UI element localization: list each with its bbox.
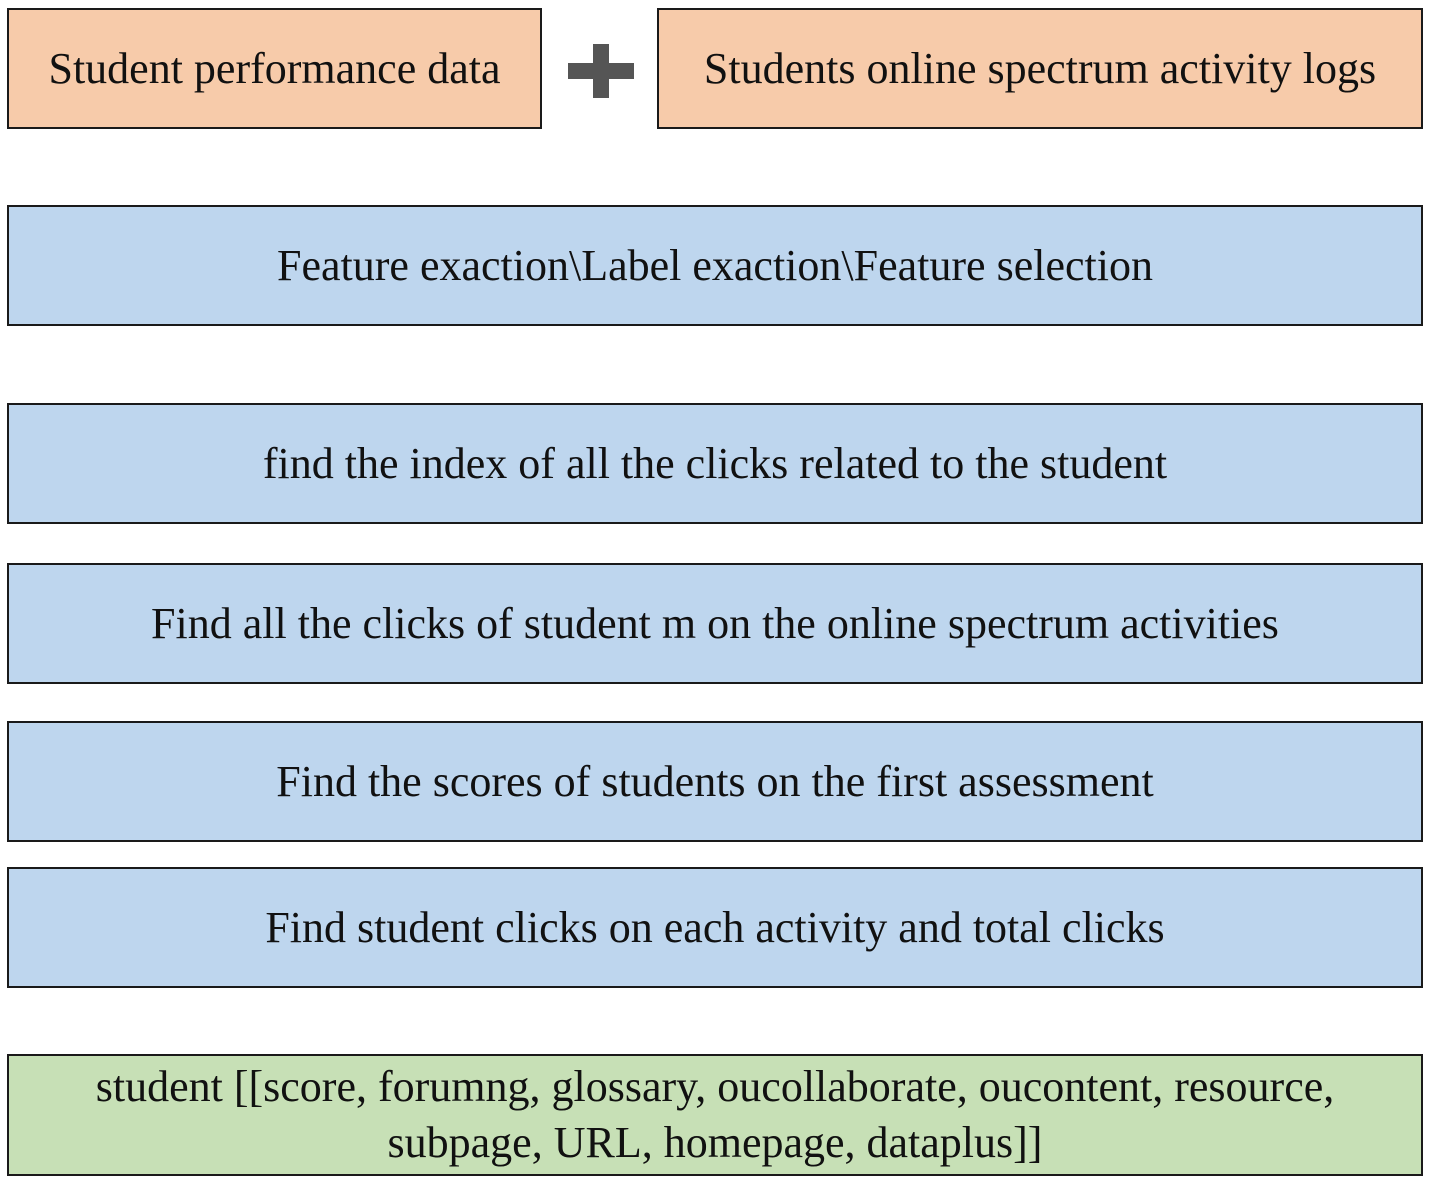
- step-box-click-index: find the index of all the clicks related…: [7, 403, 1423, 524]
- step-box-feature-selection: Feature exaction\Label exaction\Feature …: [7, 205, 1423, 326]
- step-label: Feature exaction\Label exaction\Feature …: [277, 240, 1153, 290]
- plus-icon: [568, 44, 634, 98]
- step-box-student-clicks: Find all the clicks of student m on the …: [7, 563, 1423, 684]
- input-box-performance-data: Student performance data: [7, 8, 542, 129]
- step-label: Find all the clicks of student m on the …: [151, 598, 1279, 648]
- step-label: Find the scores of students on the first…: [276, 756, 1154, 806]
- output-box-feature-vector: student [[score, forumng, glossary, ouco…: [7, 1054, 1423, 1176]
- step-box-activity-totals: Find student clicks on each activity and…: [7, 867, 1423, 988]
- input-box-activity-logs: Students online spectrum activity logs: [657, 8, 1423, 129]
- input-label-activity-logs: Students online spectrum activity logs: [703, 43, 1377, 93]
- step-box-assessment-scores: Find the scores of students on the first…: [7, 721, 1423, 842]
- output-label: student [[score, forumng, glossary, ouco…: [56, 1059, 1375, 1171]
- output-line-2: subpage, URL, homepage, dataplus]]: [387, 1118, 1043, 1167]
- output-line-1: student [[score, forumng, glossary, ouco…: [95, 1062, 1335, 1111]
- input-label-performance-data: Student performance data: [48, 43, 501, 93]
- step-label: Find student clicks on each activity and…: [265, 902, 1165, 952]
- step-label: find the index of all the clicks related…: [262, 438, 1168, 488]
